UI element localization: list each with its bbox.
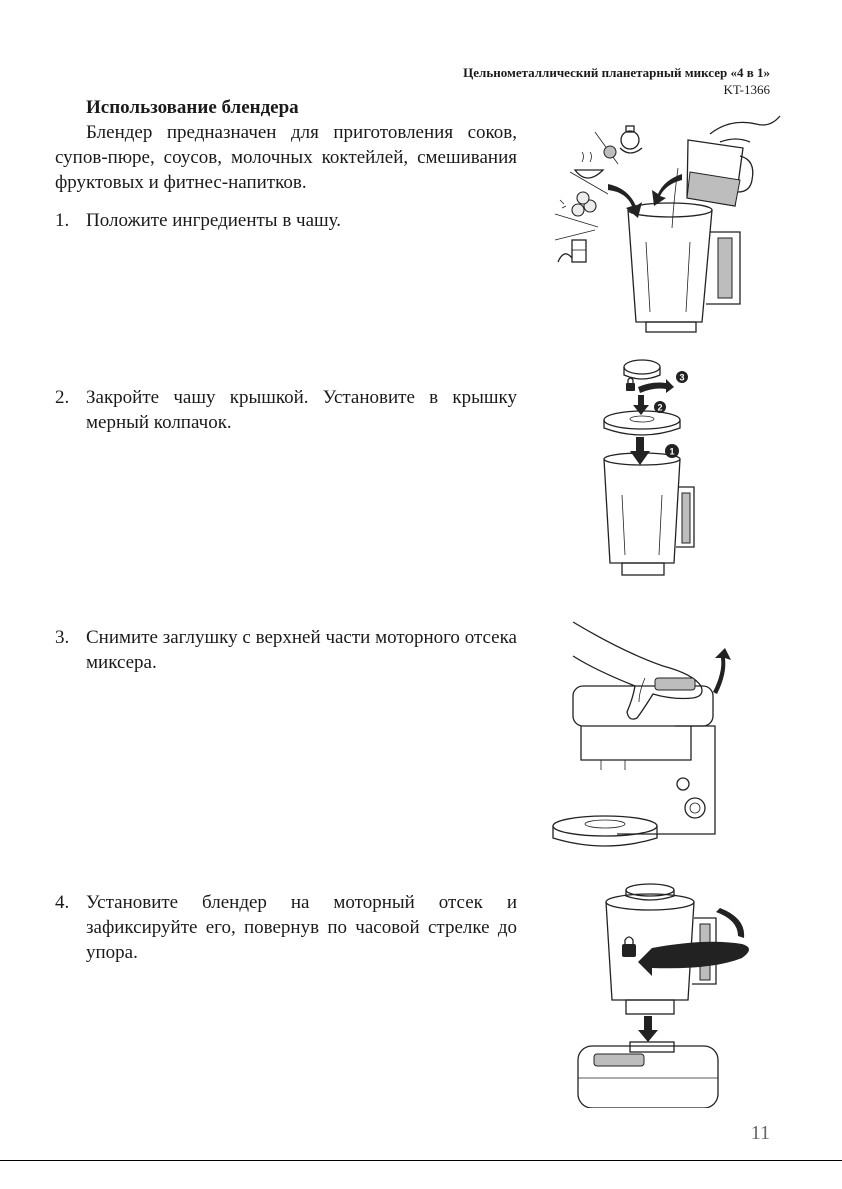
pouring-jug-icon <box>671 115 781 229</box>
fruit-icon <box>559 191 597 217</box>
svg-text:3: 3 <box>679 373 684 383</box>
manual-title: Цельнометаллический планетарный миксер «… <box>463 65 770 80</box>
measuring-cap-icon <box>623 359 661 380</box>
step-text: Установите блендер на моторный отсек и з… <box>86 892 517 963</box>
attach-lid-illustration: 3 2 1 <box>603 359 695 576</box>
step-number: 1. <box>55 210 70 231</box>
stand-mixer-icon <box>552 677 716 847</box>
blender-jar-icon <box>627 202 741 333</box>
lock-icon <box>626 377 635 391</box>
rotate-arrow-icon <box>638 908 749 976</box>
intro-paragraph: Блендер предназначен для приготовления с… <box>55 122 517 193</box>
page-number: 11 <box>750 1122 770 1144</box>
down-arrow-icon <box>638 1016 658 1042</box>
step-number: 3. <box>55 627 70 648</box>
step-4: 4. Установите блендер на моторный отсек … <box>55 890 517 965</box>
remove-cover-illustration <box>552 621 731 847</box>
down-arrow-icon <box>630 437 650 465</box>
step-number: 4. <box>55 892 70 913</box>
curved-arrow-icon <box>608 184 642 218</box>
step-text: Снимите заглушку с верхней части моторно… <box>86 627 517 673</box>
step-text: Положите ингредиенты в чашу. <box>86 210 342 231</box>
rotate-arrow-icon <box>638 379 674 393</box>
soup-icon <box>573 145 617 179</box>
pour-ingredients-illustration <box>554 115 781 333</box>
down-arrow-icon <box>633 395 649 415</box>
section-title: Использование блендера <box>86 97 299 118</box>
model-number: KT-1366 <box>723 82 770 97</box>
step-1: 1. Положите ингредиенты в чашу. <box>55 208 517 233</box>
curved-arrow-icon <box>652 174 682 206</box>
step-2: 2. Закройте чашу крышкой. Установите в к… <box>55 385 517 435</box>
mount-blender-illustration <box>577 883 749 1108</box>
curved-arrow-icon <box>713 648 731 694</box>
motor-housing-icon <box>577 1041 719 1108</box>
step-number: 2. <box>55 387 70 408</box>
page-header: Цельнометаллический планетарный миксер «… <box>463 64 770 98</box>
food-icon <box>619 125 643 154</box>
lock-icon <box>622 936 636 957</box>
jar-lid-icon <box>603 410 681 436</box>
svg-text:2: 2 <box>657 403 662 413</box>
drink-icon <box>557 239 587 263</box>
svg-text:1: 1 <box>669 447 674 457</box>
hand-icon <box>572 621 703 720</box>
step-3: 3. Снимите заглушку с верхней части мото… <box>55 625 517 675</box>
page-bottom-rule <box>0 1160 842 1161</box>
badge-3: 3 <box>676 371 688 383</box>
badge-2: 2 <box>654 401 666 413</box>
step-text: Закройте чашу крышкой. Установите в крыш… <box>86 387 517 433</box>
blender-jar-icon <box>603 452 695 576</box>
